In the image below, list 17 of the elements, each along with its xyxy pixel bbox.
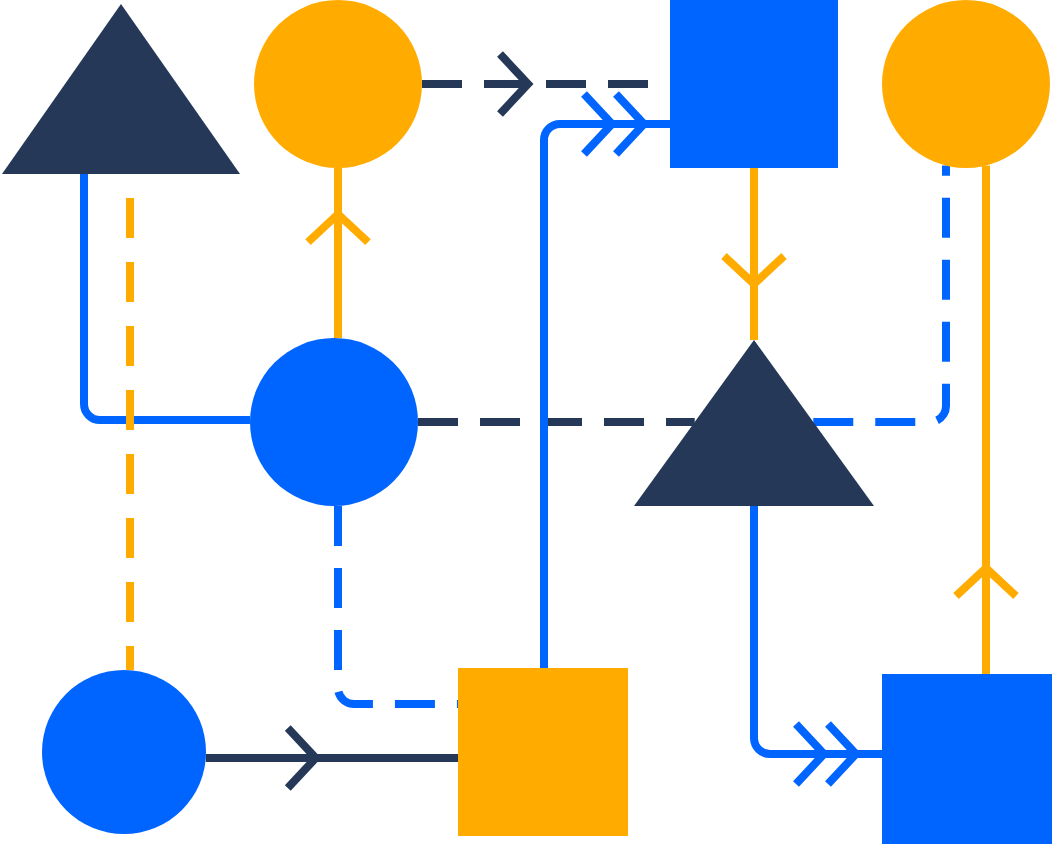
triangle-node [2,4,240,174]
arrow [205,724,458,792]
dashed-connector-line [418,418,695,426]
arrow [304,168,372,339]
circle-node [254,0,422,168]
connector-line [80,174,250,424]
dashed-connector-line [334,505,458,708]
circle-node [42,670,206,834]
arrow [952,165,1020,674]
square-node [458,668,628,836]
square-node [882,674,1052,844]
dashed-connector-line [813,165,950,426]
triangle-node [634,340,874,506]
arrow [720,168,788,340]
circle-node [250,338,418,506]
circle-node [882,0,1050,168]
square-node [670,0,838,168]
